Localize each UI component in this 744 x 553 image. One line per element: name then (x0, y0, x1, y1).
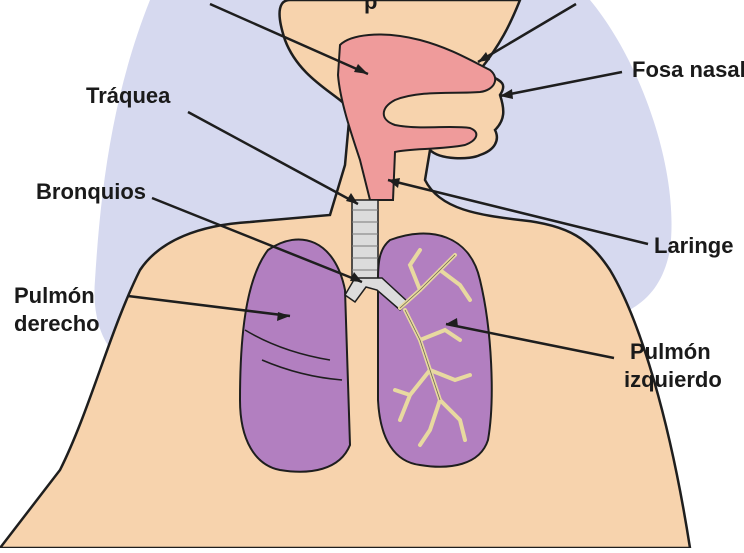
left-lung (378, 233, 492, 466)
trachea (352, 200, 378, 280)
top-partial-label: p (364, 0, 377, 16)
laringe-text: Laringe (654, 232, 733, 260)
fosa-nasal-text: Fosa nasal (632, 56, 744, 84)
pulmon-derecho-line2: derecho (14, 310, 100, 338)
pulmon-izquierdo-line1: Pulmón (624, 338, 722, 366)
label-pulmon-derecho: Pulmón derecho (14, 282, 100, 338)
top-partial-text: p (364, 0, 377, 16)
label-laringe: Laringe (654, 232, 733, 260)
pulmon-izquierdo-line2: izquierdo (624, 366, 722, 394)
right-lung (240, 239, 350, 471)
label-traquea: Tráquea (86, 82, 170, 110)
label-bronquios: Bronquios (36, 178, 146, 206)
label-fosa-nasal: Fosa nasal (632, 56, 744, 84)
traquea-text: Tráquea (86, 82, 170, 110)
bronquios-text: Bronquios (36, 178, 146, 206)
label-pulmon-izquierdo: Pulmón izquierdo (624, 338, 722, 394)
pulmon-derecho-line1: Pulmón (14, 282, 100, 310)
